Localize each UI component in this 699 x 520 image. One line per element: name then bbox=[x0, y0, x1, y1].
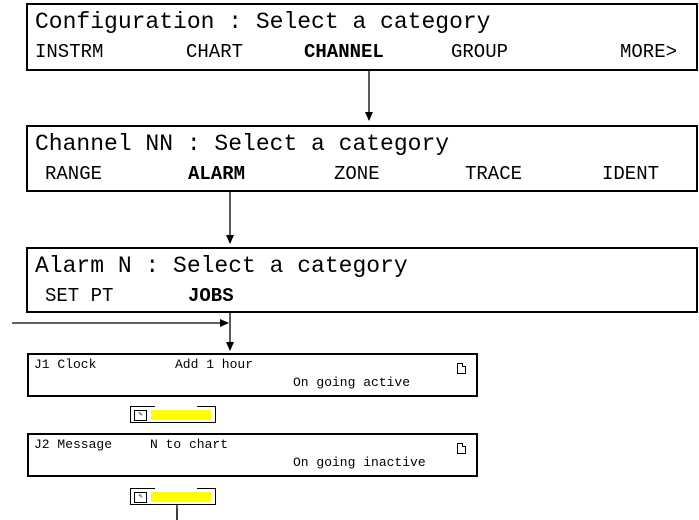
document-icon bbox=[457, 363, 466, 374]
edit-key-highlight bbox=[151, 410, 211, 420]
channel-menu-range[interactable]: RANGE bbox=[45, 163, 103, 185]
job-1-action: Add 1 hour bbox=[175, 357, 254, 372]
job-1-box[interactable]: J1 Clock Add 1 hour On going active bbox=[27, 353, 478, 397]
alarm-title: Alarm N : Select a category bbox=[35, 253, 408, 279]
edit-key-icon: ✎ bbox=[134, 492, 147, 503]
config-menu-group[interactable]: GROUP bbox=[451, 41, 509, 63]
document-icon bbox=[457, 443, 466, 454]
config-menu-channel[interactable]: CHANNEL bbox=[304, 41, 384, 63]
alarm-menu-jobs[interactable]: JOBS bbox=[188, 285, 234, 307]
edit-key-2[interactable]: ✎ bbox=[130, 487, 216, 505]
channel-menu-zone[interactable]: ZONE bbox=[334, 163, 380, 185]
channel-menu-alarm[interactable]: ALARM bbox=[188, 163, 246, 185]
job-2-box[interactable]: J2 Message N to chart On going inactive bbox=[27, 433, 478, 477]
channel-menu-trace[interactable]: TRACE bbox=[465, 163, 523, 185]
config-menu-more[interactable]: MORE> bbox=[620, 41, 678, 63]
channel-title: Channel NN : Select a category bbox=[35, 131, 450, 157]
config-menu-chart[interactable]: CHART bbox=[186, 41, 244, 63]
job-1-name: J1 Clock bbox=[34, 357, 97, 372]
edit-key-icon: ✎ bbox=[134, 410, 147, 421]
config-panel: Configuration : Select a category INSTRM… bbox=[26, 3, 698, 71]
job-2-name: J2 Message bbox=[34, 437, 113, 452]
config-menu-instrm[interactable]: INSTRM bbox=[35, 41, 104, 63]
config-title: Configuration : Select a category bbox=[35, 9, 491, 35]
alarm-menu-set-pt[interactable]: SET PT bbox=[45, 285, 114, 307]
channel-panel: Channel NN : Select a category RANGE ALA… bbox=[26, 125, 698, 192]
job-2-action: N to chart bbox=[150, 437, 229, 452]
edit-key-1[interactable]: ✎ bbox=[130, 405, 216, 423]
job-1-condition: On going active bbox=[293, 375, 411, 390]
channel-menu-ident[interactable]: IDENT bbox=[602, 163, 660, 185]
edit-key-highlight bbox=[151, 492, 211, 502]
alarm-panel: Alarm N : Select a category SET PT JOBS bbox=[26, 247, 698, 313]
job-2-condition: On going inactive bbox=[293, 455, 426, 470]
